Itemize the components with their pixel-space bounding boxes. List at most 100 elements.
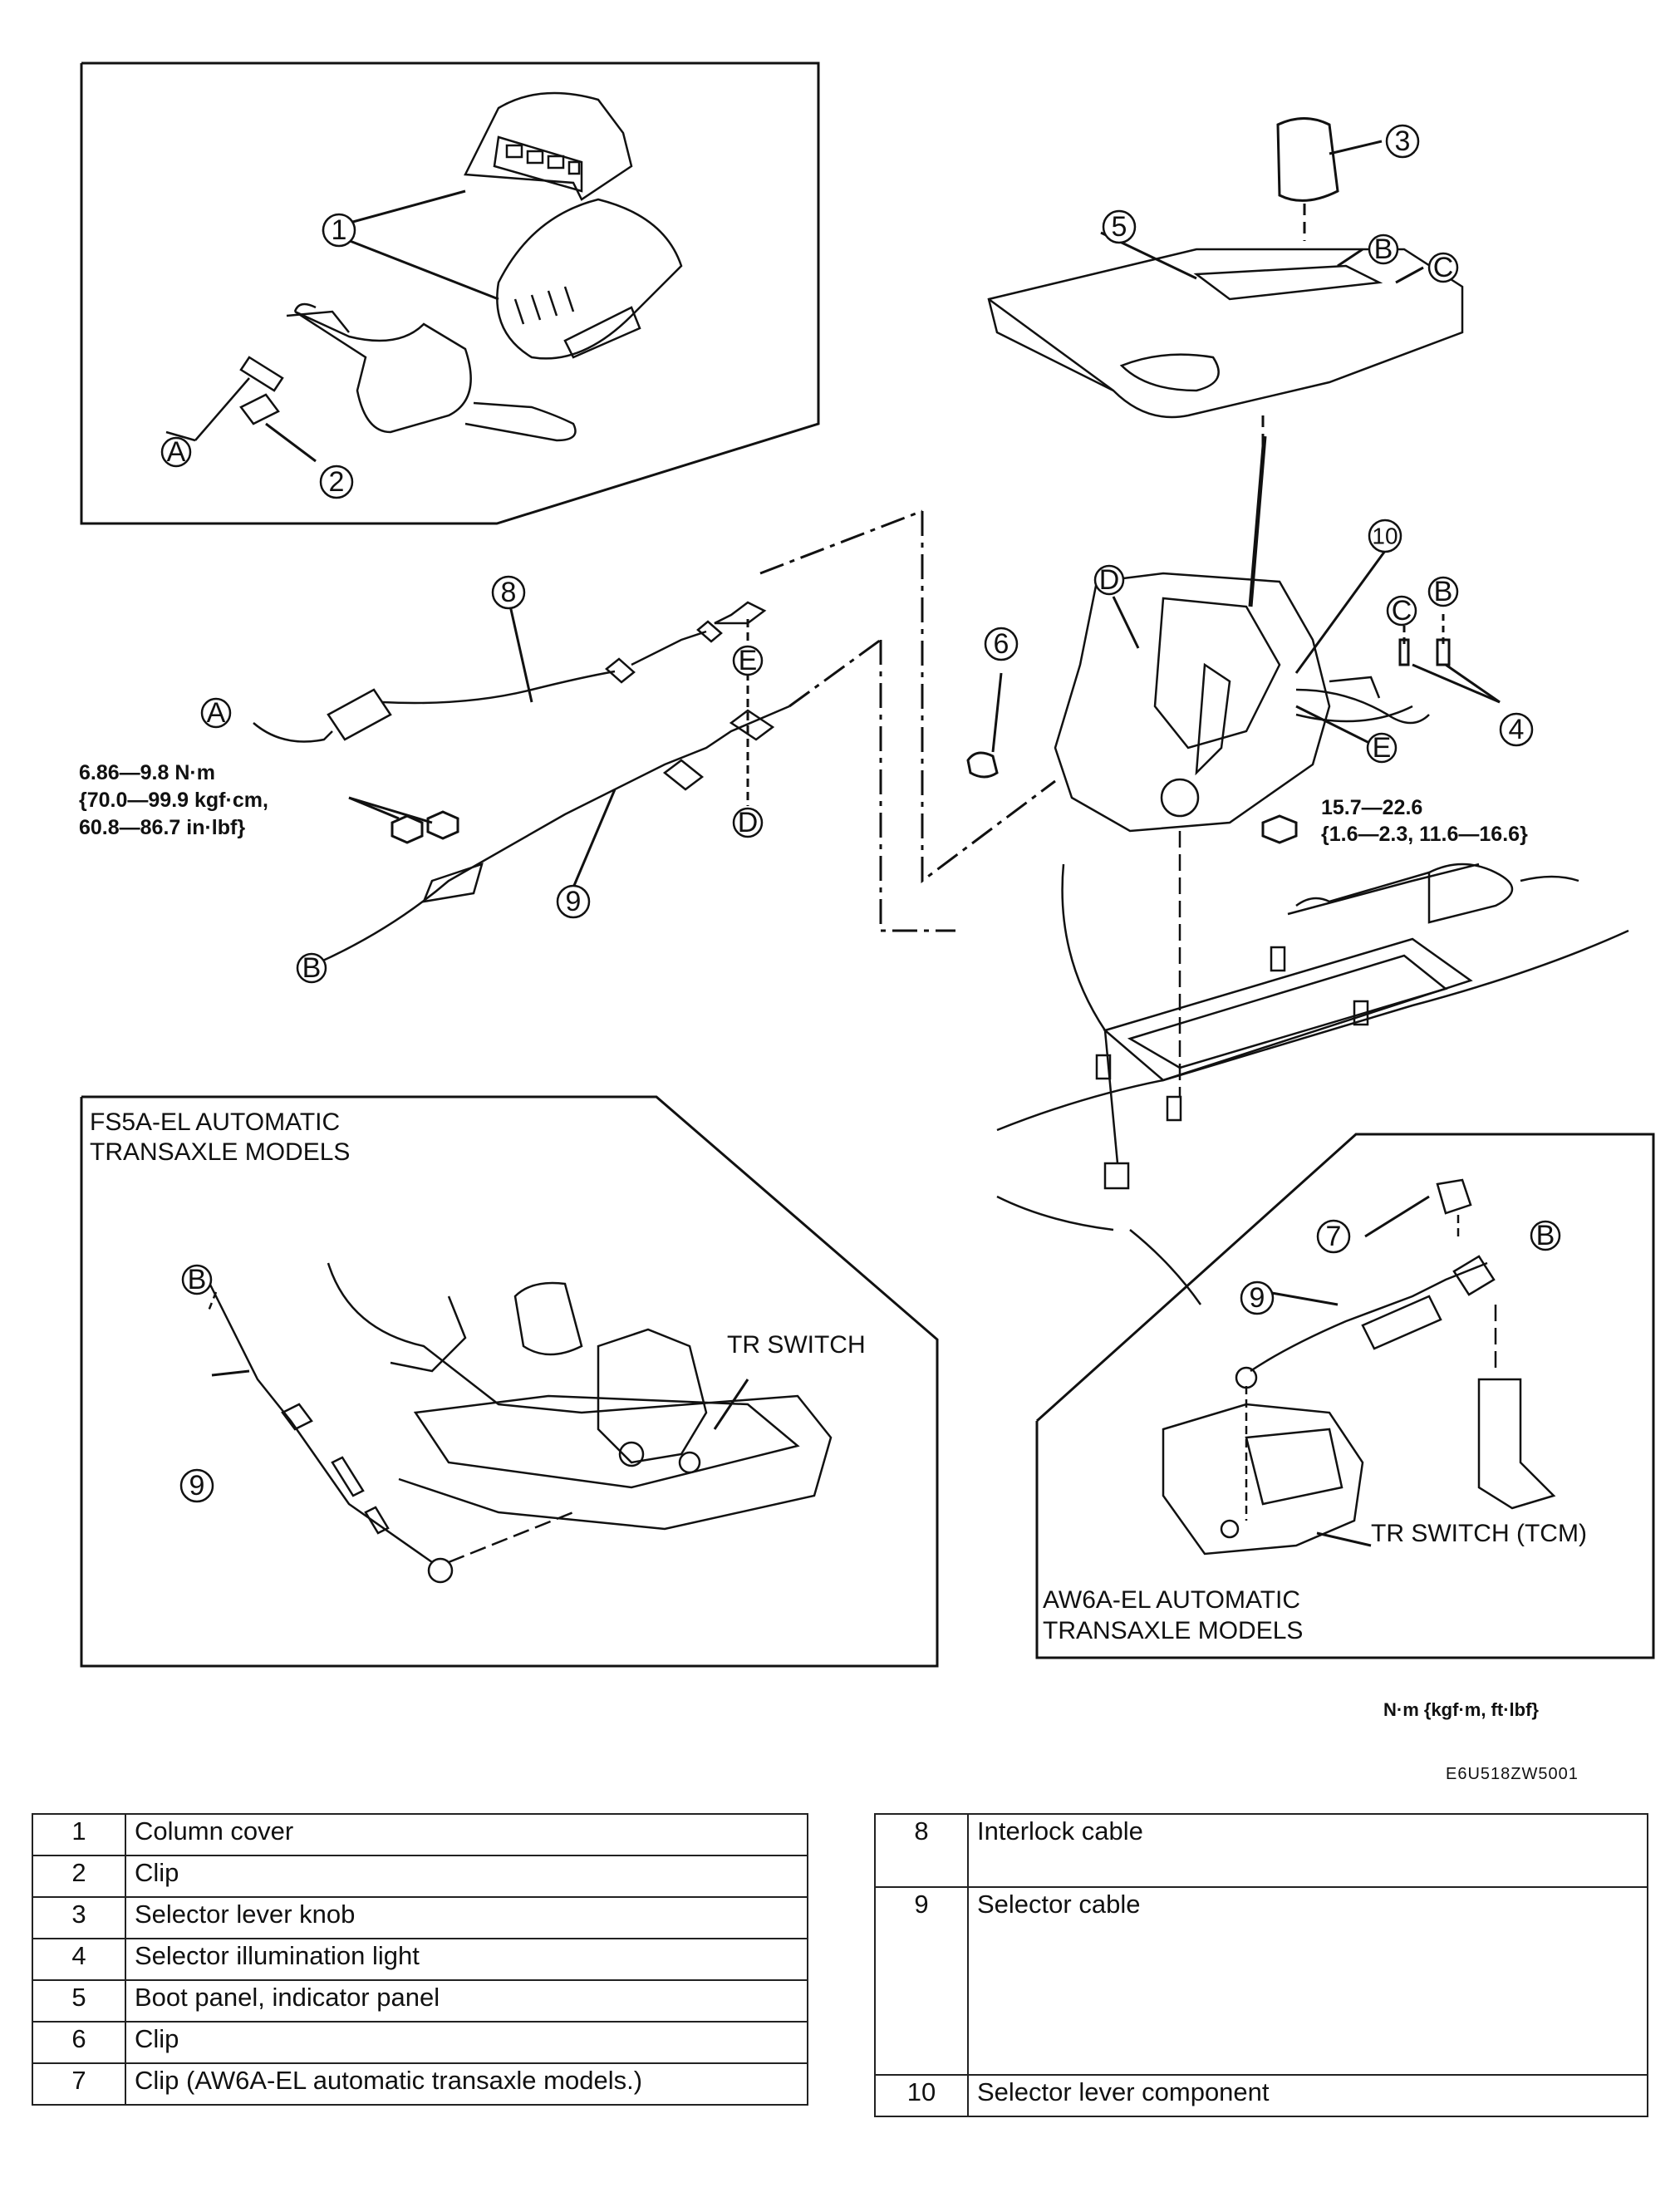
- callout-10: [1368, 519, 1402, 553]
- callout-9-fs5a-text: 9: [189, 1470, 205, 1502]
- nut-right-drawing: [1261, 814, 1298, 844]
- callout-5-text: 5: [1112, 211, 1127, 243]
- part-num: 2: [32, 1855, 126, 1898]
- fs5a-transaxle-drawing: [206, 1262, 833, 1584]
- part-name: Column cover: [125, 1813, 808, 1856]
- boot-panel-drawing: [987, 248, 1464, 419]
- illumination-light-b-drawing: [1436, 638, 1451, 666]
- callout-2-text: 2: [329, 466, 345, 498]
- part-name: Selector illumination light: [125, 1938, 808, 1981]
- part-name: Clip (AW6A-EL automatic transaxle models…: [125, 2062, 808, 2106]
- part-name: Boot panel, indicator panel: [125, 1979, 808, 2023]
- part-num: 5: [32, 1979, 126, 2023]
- callout-b-cable: [296, 952, 327, 984]
- callout-b-aw6a-text: B: [1536, 1220, 1555, 1251]
- aw6a-title-line1: AW6A-EL AUTOMATIC: [1043, 1586, 1300, 1614]
- inset-column-frame: [80, 61, 820, 525]
- torque-right: 15.7—22.6 {1.6—2.3, 11.6—16.6}: [1321, 796, 1528, 846]
- aw6a-transaxle-drawing: [1162, 1178, 1556, 1556]
- callout-9-fs5a: [179, 1468, 214, 1503]
- callout-10-text: 10: [1372, 523, 1398, 549]
- exploded-diagram: 1 2 A 3 5 B C 10 D C B 4 6 E 8 A E D 9 B…: [79, 61, 1655, 1668]
- callout-e-lever-text: E: [1373, 732, 1392, 764]
- part-name: Selector lever component: [967, 2074, 1648, 2117]
- callout-c-panel-text: C: [1433, 252, 1454, 283]
- callout-d-cable-text: D: [738, 807, 759, 838]
- fs5a-title-line2: TRANSAXLE MODELS: [90, 1138, 350, 1166]
- part-name: Clip: [125, 2021, 808, 2064]
- callout-b-light: [1427, 576, 1459, 607]
- part-num: 6: [32, 2021, 126, 2064]
- aw6a-tr-switch-label: TR SWITCH (TCM): [1371, 1520, 1587, 1547]
- inset-fs5a-frame: [80, 1095, 939, 1668]
- inset-aw6a-frame: [1035, 1133, 1655, 1659]
- callout-a-cable: [200, 697, 232, 729]
- callout-d-cable: [732, 807, 764, 838]
- callout-3-text: 3: [1395, 125, 1411, 157]
- callout-a-top: [160, 436, 192, 468]
- callout-9: [556, 884, 591, 919]
- callout-6: [984, 627, 1019, 661]
- callout-b-panel: [1368, 233, 1399, 265]
- callout-7: [1316, 1219, 1351, 1254]
- torque-left-line1: 6.86—9.8 N·m: [79, 761, 215, 784]
- part-num: 9: [874, 1886, 969, 2076]
- part-num: 3: [32, 1896, 126, 1939]
- callout-c-light-text: C: [1392, 595, 1412, 627]
- part-num: 1: [32, 1813, 126, 1856]
- callout-a-top-text: A: [167, 436, 186, 468]
- torque-left-line3: 60.8—86.7 in·lbf}: [79, 816, 245, 839]
- callout-e-lever: [1366, 732, 1398, 764]
- callout-a-cable-text: A: [207, 697, 226, 729]
- torque-right-line1: 15.7—22.6: [1321, 796, 1422, 819]
- callout-4-text: 4: [1509, 714, 1525, 745]
- callout-6-text: 6: [994, 628, 1009, 660]
- interlock-cable-drawing: [253, 601, 767, 743]
- part-num: 8: [874, 1813, 969, 1888]
- nut-left-2-drawing: [426, 810, 459, 840]
- callout-e-cable-text: E: [739, 645, 758, 676]
- callout-8: [491, 575, 526, 610]
- callout-1-text: 1: [332, 214, 347, 246]
- callout-8-text: 8: [501, 577, 517, 608]
- torque-left-line2: {70.0—99.9 kgf·cm,: [79, 789, 268, 812]
- fs5a-title-line1: FS5A-EL AUTOMATIC: [90, 1108, 340, 1136]
- part-name: Selector cable: [967, 1886, 1648, 2076]
- torque-left: 6.86—9.8 N·m {70.0—99.9 kgf·cm, 60.8—86.…: [79, 761, 268, 839]
- part-num: 10: [874, 2074, 969, 2117]
- combination-switch-drawing: [165, 302, 577, 442]
- callout-2: [319, 464, 354, 499]
- callout-9-aw6a-text: 9: [1250, 1282, 1265, 1314]
- column-cover-drawing: [464, 91, 683, 360]
- callout-b-fs5a: [181, 1264, 213, 1295]
- floor-console-drawing: [996, 831, 1629, 1305]
- figure-code: E6U518ZW5001: [1446, 1765, 1579, 1783]
- callout-1: [322, 213, 356, 248]
- callout-labels: 1 2 A 3 5 B C 10 D C B 4 6 E 8 A E D 9 B…: [167, 125, 1555, 1502]
- part-num: 7: [32, 2062, 126, 2106]
- callout-b-cable-text: B: [302, 952, 322, 984]
- callout-9-text: 9: [566, 886, 582, 917]
- part-name: Clip: [125, 1855, 808, 1898]
- torque-unit-note: N·m {kgf·m, ft·lbf}: [1383, 1699, 1539, 1720]
- clip-6-drawing: [966, 751, 999, 779]
- callout-b-panel-text: B: [1374, 233, 1393, 265]
- callout-7-text: 7: [1326, 1221, 1342, 1252]
- part-name: Selector lever knob: [125, 1896, 808, 1939]
- torque-right-line2: {1.6—2.3, 11.6—16.6}: [1321, 823, 1528, 846]
- callout-d-lever-text: D: [1099, 564, 1120, 596]
- illumination-light-c-drawing: [1398, 638, 1410, 666]
- selector-lever-component-drawing: [1054, 572, 1430, 833]
